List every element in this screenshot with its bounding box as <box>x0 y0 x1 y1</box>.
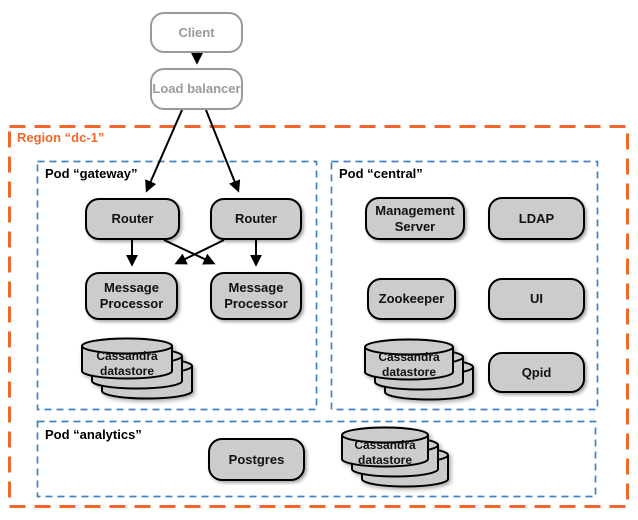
pod-central-label: Pod “central” <box>339 166 423 181</box>
router-node-2-label: Router <box>235 211 277 226</box>
management-server-line1: Management <box>375 202 455 218</box>
pod-analytics-boundary <box>36 420 597 498</box>
cassandra-central-line2: datastore <box>381 365 437 379</box>
management-server-line2: Server <box>394 218 436 234</box>
message-processor-node-1: Message Processor <box>85 272 178 320</box>
cassandra-datastore-stack-icon <box>81 337 193 400</box>
router-node-2: Router <box>210 198 302 240</box>
cassandra-datastore-stack-icon <box>341 426 449 488</box>
ui-node-label: UI <box>530 291 543 306</box>
cylinder-front-icon <box>364 338 454 381</box>
pod-gateway-label: Pod “gateway” <box>45 166 138 181</box>
load-balancer-node: Load balancer <box>150 68 243 110</box>
client-node: Client <box>150 12 243 53</box>
cassandra-analytics-line1: Cassandra <box>354 438 416 452</box>
pod-gateway-boundary <box>36 160 318 411</box>
postgres-node: Postgres <box>208 438 305 481</box>
region-dc1-boundary <box>8 125 629 508</box>
zookeeper-node-label: Zookeeper <box>378 291 445 306</box>
load-balancer-node-label: Load balancer <box>152 81 241 96</box>
postgres-node-label: Postgres <box>228 451 285 467</box>
message-processor-1-line2: Processor <box>99 296 164 311</box>
pod-central-boundary <box>330 160 599 411</box>
region-dc1-label: Region “dc-1” <box>17 130 105 145</box>
message-processor-node-2: Message Processor <box>210 272 302 320</box>
cylinder-front-icon <box>341 426 429 468</box>
cassandra-gateway-line1: Cassandra <box>96 349 158 363</box>
zookeeper-node: Zookeeper <box>367 278 456 320</box>
qpid-node-label: Qpid <box>521 364 552 380</box>
message-processor-2-line1: Message <box>228 280 284 295</box>
ui-node: UI <box>488 278 585 320</box>
cassandra-datastore-label-analytics: Cassandra datastore <box>342 438 428 468</box>
cylinder-front-icon <box>81 337 173 380</box>
edge-loadbalancer-to-router2 <box>205 109 241 193</box>
edge-router1-to-mp2 <box>163 239 216 265</box>
pod-analytics-label: Pod “analytics” <box>45 427 142 442</box>
ldap-node-label: LDAP <box>518 210 555 226</box>
edge-router2-to-mp1 <box>174 239 225 265</box>
cassandra-datastore-label-central: Cassandra datastore <box>365 350 453 380</box>
message-processor-1-line1: Message <box>104 280 159 295</box>
router-node-1-label: Router <box>111 211 154 226</box>
cassandra-datastore-stack-icon <box>364 338 474 401</box>
client-node-label: Client <box>178 24 215 40</box>
ldap-node: LDAP <box>488 197 585 240</box>
edge-loadbalancer-to-router1 <box>145 109 183 193</box>
cassandra-datastore-label-gateway: Cassandra datastore <box>82 349 172 379</box>
router-node-1: Router <box>85 198 180 240</box>
cassandra-gateway-line2: datastore <box>99 364 155 378</box>
cassandra-analytics-line2: datastore <box>357 453 413 467</box>
management-server-node: Management Server <box>365 197 465 240</box>
qpid-node: Qpid <box>488 352 585 393</box>
message-processor-2-line2: Processor <box>224 296 288 311</box>
cassandra-central-line1: Cassandra <box>378 350 440 364</box>
